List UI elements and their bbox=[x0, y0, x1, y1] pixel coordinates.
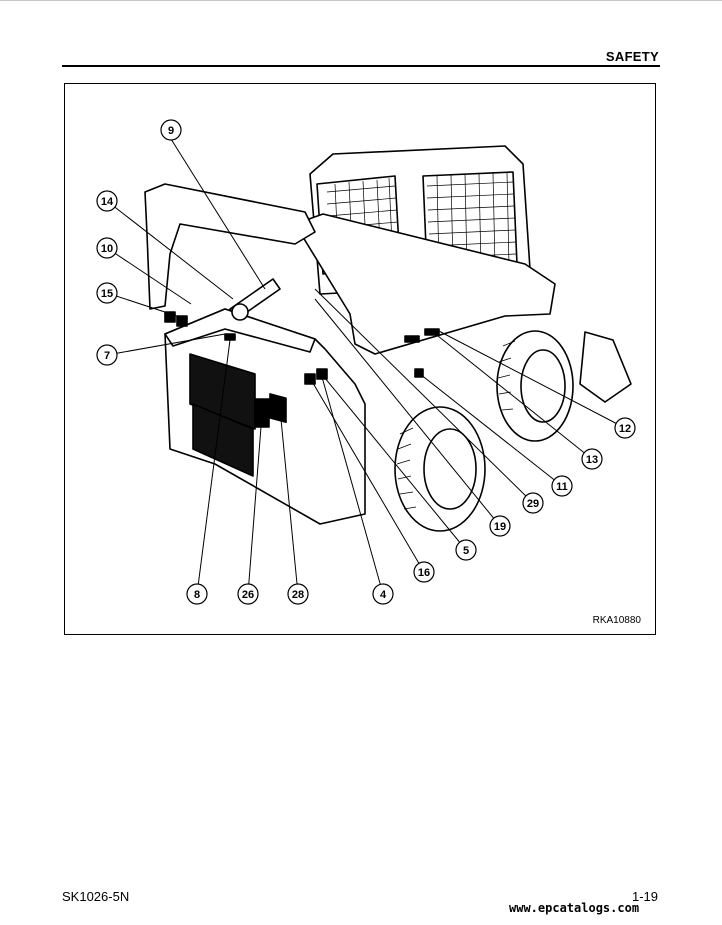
bucket bbox=[579, 331, 632, 403]
callout-9 bbox=[160, 119, 182, 141]
rear-grille-lower bbox=[192, 403, 254, 477]
decal-13 bbox=[424, 328, 440, 336]
body-top-panel bbox=[164, 308, 316, 353]
callout-26 bbox=[237, 583, 259, 605]
callout-13-label: 13 bbox=[586, 454, 598, 466]
decal-26 bbox=[254, 398, 270, 428]
figure-frame: 9 14 10 15 7 12 13 11 29 19 5 16 4 28 26… bbox=[64, 83, 656, 635]
callout-7 bbox=[96, 344, 118, 366]
callout-11-label: 11 bbox=[556, 481, 568, 493]
callout-10 bbox=[96, 237, 118, 259]
callout-14-label: 14 bbox=[101, 196, 114, 208]
callout-4-label: 4 bbox=[380, 589, 387, 601]
callout-8-label: 8 bbox=[194, 589, 200, 601]
callout-16-label: 16 bbox=[418, 567, 430, 579]
callout-layer: 9 14 10 15 7 12 13 11 29 19 5 16 4 28 26… bbox=[96, 119, 636, 605]
callout-7-label: 7 bbox=[104, 350, 110, 362]
callout-11 bbox=[551, 475, 573, 497]
callout-26-label: 26 bbox=[242, 589, 254, 601]
footer-model: SK1026-5N bbox=[62, 889, 130, 904]
decal-11 bbox=[414, 368, 424, 378]
callout-19 bbox=[489, 515, 511, 537]
callout-14 bbox=[96, 190, 118, 212]
section-title: SAFETY bbox=[605, 49, 659, 64]
callout-12-label: 12 bbox=[619, 423, 631, 435]
loader-arm-left bbox=[144, 183, 316, 310]
callout-16 bbox=[413, 561, 435, 583]
callout-12 bbox=[614, 417, 636, 439]
decal-28 bbox=[269, 393, 287, 424]
callout-29-label: 29 bbox=[527, 498, 539, 510]
callout-15-label: 15 bbox=[101, 288, 113, 300]
callout-9-label: 9 bbox=[168, 125, 174, 137]
header-rule bbox=[62, 65, 660, 67]
callout-13 bbox=[581, 448, 603, 470]
top-border-line bbox=[0, 0, 722, 1]
callout-28 bbox=[287, 583, 309, 605]
callout-28-label: 28 bbox=[292, 589, 304, 601]
callout-15 bbox=[96, 282, 118, 304]
skid-steer-illustration bbox=[144, 145, 632, 532]
decal-12 bbox=[404, 335, 420, 343]
decal-16 bbox=[304, 373, 316, 385]
loader-arm-right bbox=[294, 213, 556, 355]
watermark-link[interactable]: www.epcatalogs.com bbox=[509, 901, 640, 915]
callout-8 bbox=[186, 583, 208, 605]
callout-5 bbox=[455, 539, 477, 561]
decal-15 bbox=[164, 311, 176, 323]
decal-7 bbox=[176, 315, 188, 327]
callout-10-label: 10 bbox=[101, 243, 113, 255]
tire-tread bbox=[396, 340, 516, 510]
callout-29 bbox=[522, 492, 544, 514]
figure-code: RKA10880 bbox=[592, 615, 641, 626]
callout-4 bbox=[372, 583, 394, 605]
footer-page-number: 1-19 bbox=[632, 889, 659, 904]
callout-19-label: 19 bbox=[494, 521, 506, 533]
callout-5-label: 5 bbox=[463, 545, 469, 557]
